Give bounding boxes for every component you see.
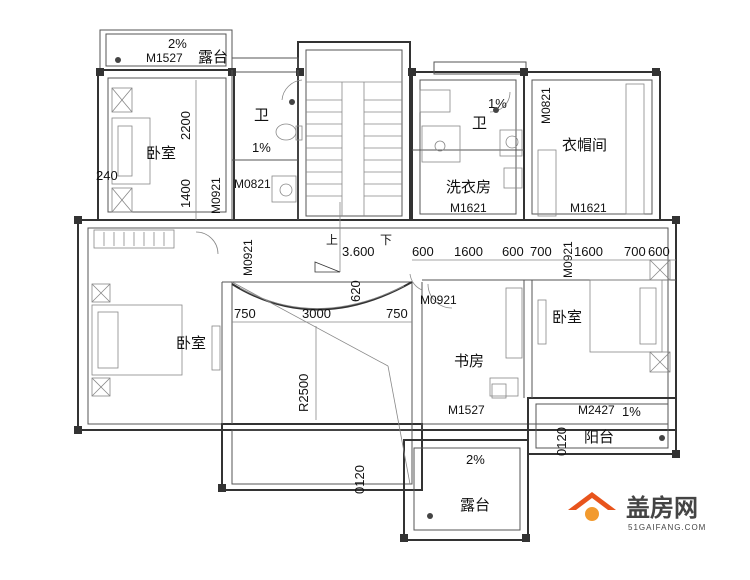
- room-laundry: 洗衣房: [446, 179, 491, 196]
- dim-0120-balcony: 0120: [554, 427, 569, 456]
- dim-1600a: 1600: [454, 244, 483, 259]
- site-logo: 盖房网 51GAIFANG.COM: [568, 492, 706, 532]
- drain-dots: [115, 57, 665, 519]
- dim-240: 240: [96, 168, 118, 183]
- logo-window-icon: [585, 507, 599, 521]
- dim-0120-bottom: 0120: [352, 465, 367, 494]
- door-m0921-hall: M0921: [241, 239, 255, 276]
- room-study: 书房: [454, 353, 484, 370]
- dim-1600b: 1600: [574, 244, 603, 259]
- dim-r2500: R2500: [296, 374, 311, 412]
- stair-level: 3.600: [342, 244, 375, 259]
- door-m1527-top: M1527: [146, 51, 183, 65]
- staircase: [306, 81, 402, 273]
- dim-700b: 700: [624, 244, 646, 259]
- room-bedroom-nw: 卧室: [146, 145, 176, 162]
- door-m0921-left: M0921: [209, 177, 223, 214]
- door-m0821-bath: M0821: [234, 177, 271, 191]
- room-bedroom-w: 卧室: [176, 335, 206, 352]
- house-logo-icon: [568, 492, 616, 510]
- door-m0821-right: M0821: [539, 87, 553, 124]
- logo-url: 51GAIFANG.COM: [628, 523, 706, 532]
- room-terrace-top: 露台: [198, 49, 228, 66]
- dimension-lines: [195, 80, 676, 323]
- logo-name: 盖房网: [626, 494, 698, 522]
- dim-620: 620: [348, 280, 363, 302]
- slope-bath-right: 1%: [488, 96, 507, 111]
- stair-up-label: 上: [326, 233, 338, 247]
- interior-walls: [221, 70, 676, 430]
- dim-750a: 750: [234, 306, 256, 321]
- dim-600a: 600: [412, 244, 434, 259]
- room-bedroom-e: 卧室: [552, 309, 582, 326]
- furniture: [91, 83, 671, 399]
- room-balcony: 阳台: [584, 429, 614, 446]
- outer-walls: [74, 29, 680, 542]
- room-terrace-bottom: 露台: [460, 497, 490, 514]
- door-m0921-study: M0921: [420, 293, 457, 307]
- dim-2200: 2200: [178, 111, 193, 140]
- dim-750b: 750: [386, 306, 408, 321]
- dim-3000: 3000: [302, 306, 331, 321]
- slope-top: 2%: [168, 36, 187, 51]
- door-swings: [195, 79, 511, 309]
- room-bath-left: 卫: [254, 107, 269, 124]
- slope-bath-left: 1%: [252, 140, 271, 155]
- dim-700a: 700: [530, 244, 552, 259]
- room-cloak: 衣帽间: [562, 137, 607, 154]
- slope-balcony: 1%: [622, 404, 641, 419]
- stair-down-label: 下: [380, 233, 392, 247]
- door-m2427: M2427: [578, 403, 615, 417]
- door-m1621-laundry: M1621: [450, 201, 487, 215]
- door-m1527-study: M1527: [448, 403, 485, 417]
- dim-600c: 600: [648, 244, 670, 259]
- dim-600b: 600: [502, 244, 524, 259]
- dim-1400: 1400: [178, 179, 193, 208]
- slope-bottom: 2%: [466, 452, 485, 467]
- curved-landing: [231, 281, 413, 485]
- door-m1621-cloak: M1621: [570, 201, 607, 215]
- room-bath-right: 卫: [472, 115, 487, 132]
- door-m0921-east: M0921: [561, 241, 575, 278]
